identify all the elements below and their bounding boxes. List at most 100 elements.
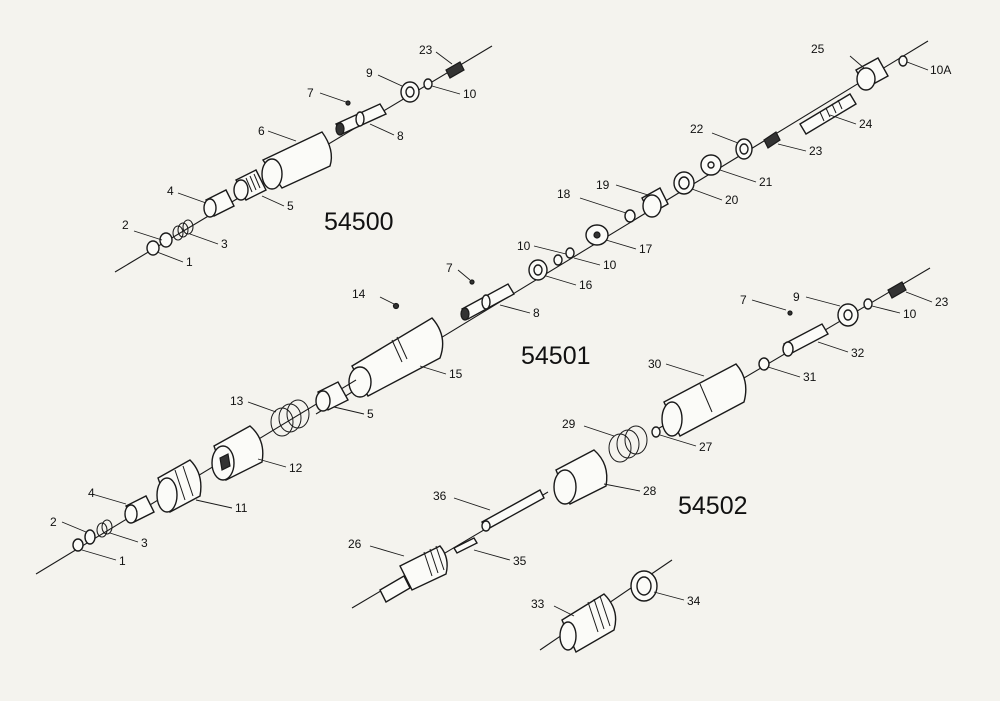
callout-9-b: 9: [793, 290, 800, 304]
model-number-54500: 54500: [324, 208, 394, 236]
callout-1: 1: [186, 255, 193, 269]
callout-27: 27: [699, 440, 713, 454]
part-1-washer: [146, 240, 160, 256]
callout-17: 17: [639, 242, 653, 256]
model-number-54501: 54501: [521, 342, 591, 370]
part-35-pin: [453, 537, 478, 554]
callout-31: 31: [803, 370, 817, 384]
callout-5: 5: [287, 199, 294, 213]
part-25-cap: [855, 57, 889, 91]
part-7-pin-b: [469, 279, 475, 285]
callout-8-b: 8: [533, 306, 540, 320]
part-20-bearing: [673, 171, 695, 195]
part-16-nut: [528, 259, 548, 281]
part-8-shaft: [334, 103, 388, 136]
part-23-spring-b: [763, 131, 781, 149]
part-9-nut: [400, 81, 420, 103]
part-8-shaft-b: [460, 283, 515, 321]
callout-18: 18: [557, 187, 571, 201]
callout-23: 23: [419, 43, 433, 57]
callout-14: 14: [352, 287, 366, 301]
part-32-shaft: [782, 323, 829, 357]
callout-3-b: 3: [141, 536, 148, 550]
callout-28: 28: [643, 484, 657, 498]
part-34-ring: [630, 570, 658, 602]
callout-36: 36: [433, 489, 447, 503]
part-27-washer: [651, 426, 661, 438]
callout-9: 9: [366, 66, 373, 80]
callout-20: 20: [725, 193, 739, 207]
callout-16: 16: [579, 278, 593, 292]
callout-7: 7: [307, 86, 314, 100]
part-23-spring: [445, 61, 465, 79]
callout-33: 33: [531, 597, 545, 611]
callout-34: 34: [687, 594, 701, 608]
callout-21: 21: [759, 175, 773, 189]
part-31-nut: [758, 357, 770, 371]
assembly-54501-upper: 25 10A 24 22 23 21 20 19 18 17 10 10 16 …: [315, 40, 951, 415]
part-10-washer-d: [863, 298, 873, 310]
assembly-54502: 7 9 10 23 30 31 32 29 27 28 36 26 35 33 …: [348, 267, 949, 653]
callout-7-c: 7: [740, 293, 747, 307]
part-7-pin: [345, 100, 351, 106]
part-7-pin-c: [787, 310, 793, 316]
callout-2-b: 2: [50, 515, 57, 529]
callout-32: 32: [851, 346, 865, 360]
part-10-washer-b: [565, 247, 575, 259]
part-5-bearing: [233, 169, 267, 201]
part-19-collar: [641, 187, 669, 218]
callout-26: 26: [348, 537, 362, 551]
callout-10a: 10A: [930, 63, 951, 77]
part-26-spindle: [379, 545, 448, 603]
part-11-chuck: [156, 459, 202, 514]
part-23-spring-c: [887, 281, 907, 299]
part-24-spindle: [799, 93, 857, 135]
part-12-collet: [211, 425, 264, 481]
callout-4: 4: [167, 184, 174, 198]
callout-23-c: 23: [935, 295, 949, 309]
part-13-spring: [270, 399, 310, 437]
part-14-screw: [392, 302, 400, 310]
part-30-housing: [661, 363, 747, 437]
assembly-54501-lower: 13 5 12 4 11 2 3 1: [35, 379, 374, 575]
callout-19: 19: [596, 178, 610, 192]
callout-35: 35: [513, 554, 527, 568]
part-3-spring-b: [96, 519, 113, 538]
callout-29: 29: [562, 417, 576, 431]
part-4-bushing: [203, 189, 235, 218]
part-21-washer: [700, 154, 722, 176]
callout-2: 2: [122, 218, 129, 232]
callout-10: 10: [463, 87, 477, 101]
callout-1-b: 1: [119, 554, 126, 568]
callout-10-d: 10: [903, 307, 917, 321]
part-28-collar: [553, 449, 608, 505]
callout-4-b: 4: [88, 486, 95, 500]
part-1-washer-b: [72, 538, 84, 552]
assembly-54500: 1 2 3 4 5 6 7 8 9 10 23 54500: [114, 43, 493, 273]
part-2-ring: [159, 232, 173, 248]
model-number-54502: 54502: [678, 492, 748, 520]
part-18-washer: [624, 209, 636, 223]
callout-24: 24: [859, 117, 873, 131]
part-3-spring: [172, 219, 194, 241]
callout-6: 6: [258, 124, 265, 138]
callout-23-b: 23: [809, 144, 823, 158]
part-36-rod: [481, 489, 545, 532]
callout-3: 3: [221, 237, 228, 251]
part-9-nut-b: [837, 303, 859, 327]
callout-25: 25: [811, 42, 825, 56]
callout-30: 30: [648, 357, 662, 371]
callout-11: 11: [235, 501, 248, 515]
part-10-washer-c: [553, 254, 563, 266]
part-15-housing: [348, 317, 444, 398]
part-2-ring-b: [84, 529, 96, 545]
callout-5-b: 5: [367, 407, 374, 421]
callout-13: 13: [230, 394, 244, 408]
part-6-housing: [261, 131, 333, 190]
callout-12: 12: [289, 461, 303, 475]
part-29-spring: [608, 425, 648, 463]
part-5-bearing-b: [315, 381, 349, 412]
callout-15: 15: [449, 367, 463, 381]
